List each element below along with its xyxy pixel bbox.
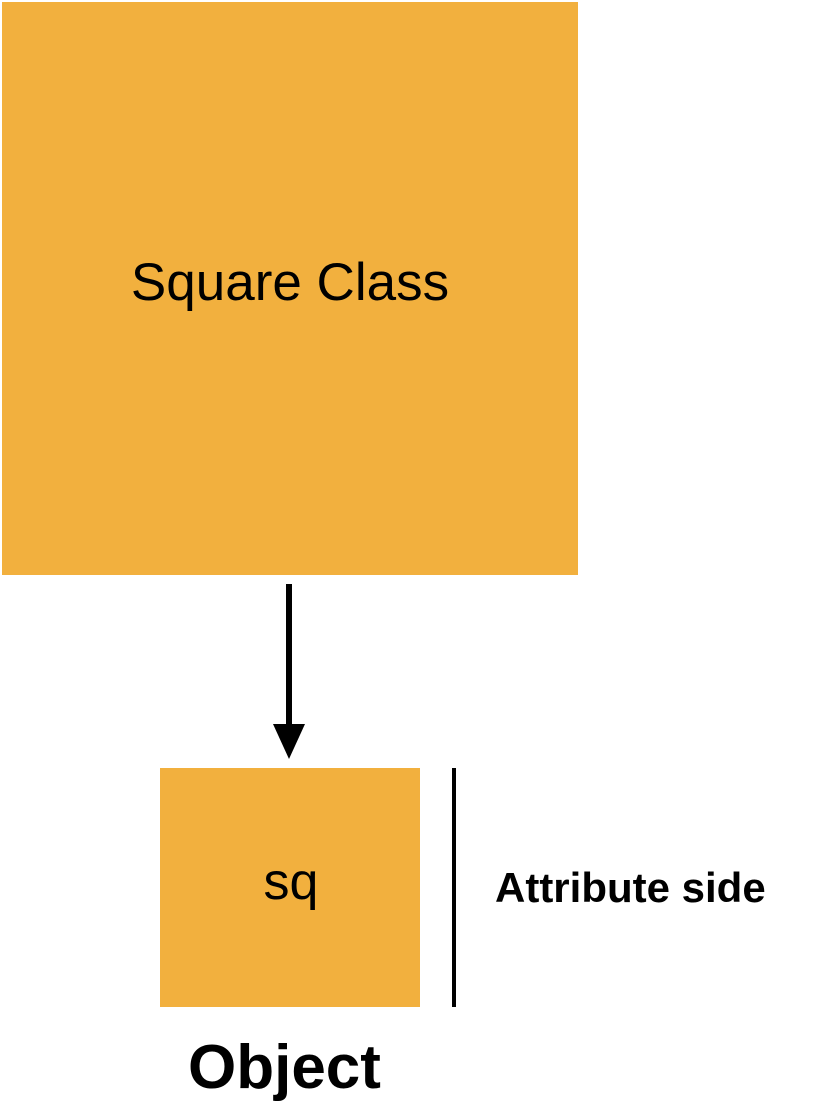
square-class-label: Square Class	[130, 253, 450, 312]
square-class-box: Square Class	[2, 2, 578, 575]
object-box-label: sq	[263, 852, 319, 911]
object-caption: Object	[188, 1033, 381, 1102]
attribute-divider-line	[452, 768, 456, 1007]
instantiation-arrow-head	[273, 724, 305, 759]
object-box: sq	[160, 768, 420, 1007]
instantiation-arrow-shaft	[286, 584, 292, 726]
attribute-label: Attribute side	[495, 864, 766, 911]
